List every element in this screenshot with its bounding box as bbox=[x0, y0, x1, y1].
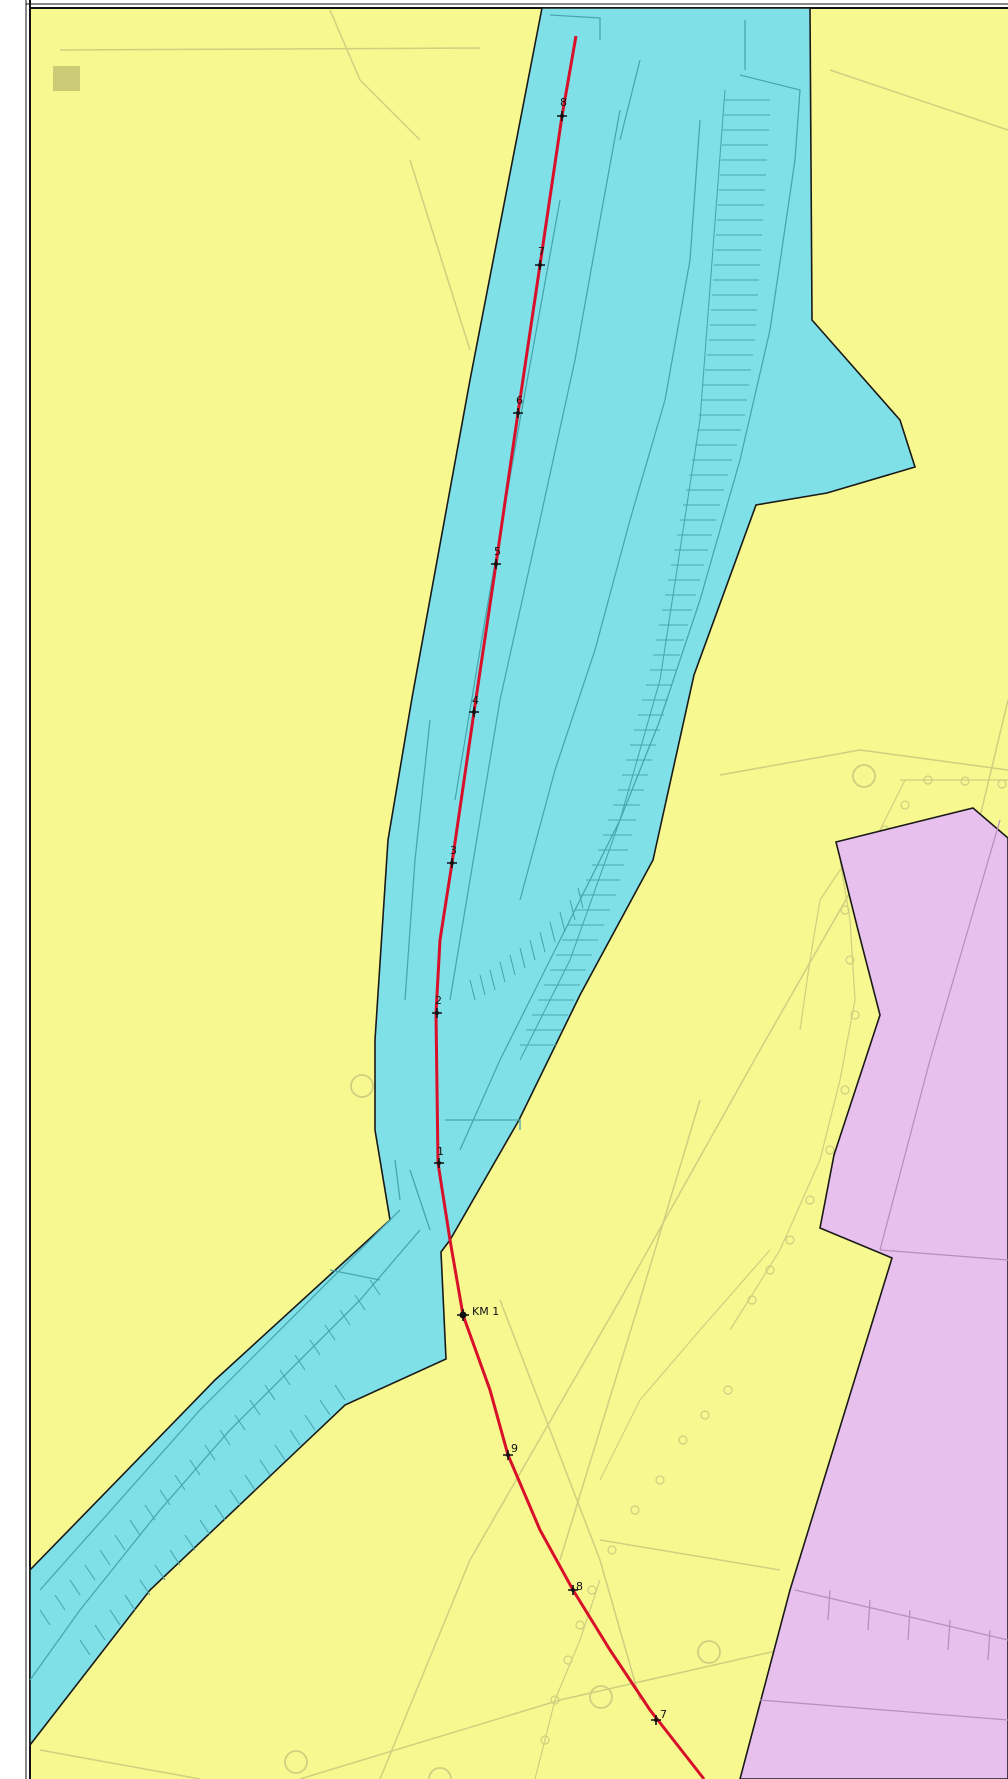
route-marker: 7 bbox=[535, 245, 545, 270]
route-marker-label: 7 bbox=[538, 245, 545, 258]
route-marker: 8 bbox=[568, 1580, 583, 1595]
route-marker-label: 6 bbox=[516, 394, 523, 407]
route-marker-label: 3 bbox=[450, 844, 457, 857]
dotted-boundary-lines bbox=[534, 779, 1008, 1779]
route-marker: 3 bbox=[447, 844, 457, 868]
route-marker: 4 bbox=[469, 694, 479, 717]
route-marker-label: 9 bbox=[511, 1442, 518, 1455]
boundary-dots bbox=[540, 775, 1007, 1745]
route-marker: 7 bbox=[651, 1708, 667, 1725]
route-markers: 8 7 6 5 4 3 2 1 KM 1 9 8 7 bbox=[432, 96, 667, 1725]
route-marker: 8 bbox=[557, 96, 567, 121]
map-circle-symbols bbox=[284, 764, 876, 1779]
water-zone bbox=[29, 7, 917, 1748]
route-marker-label: KM 1 bbox=[472, 1305, 499, 1318]
route-marker: 2 bbox=[432, 994, 442, 1018]
route-marker: 6 bbox=[513, 394, 523, 418]
route-marker-label: 1 bbox=[437, 1145, 444, 1158]
special-zone bbox=[739, 807, 1008, 1779]
route-marker-label: 2 bbox=[435, 994, 442, 1007]
embankment-hatching bbox=[39, 89, 770, 1656]
route-marker: 9 bbox=[503, 1442, 518, 1460]
route-marker-label: 8 bbox=[560, 96, 567, 109]
route-marker-label: 4 bbox=[472, 694, 479, 707]
special-zone-detail-lines bbox=[759, 819, 1008, 1721]
route-marker-label: 7 bbox=[660, 1708, 667, 1721]
route-marker: 5 bbox=[491, 545, 501, 569]
legend-swatch bbox=[53, 66, 80, 91]
route-marker-label: 8 bbox=[576, 1580, 583, 1593]
route-marker: KM 1 bbox=[457, 1305, 499, 1321]
route-marker: 1 bbox=[434, 1145, 444, 1168]
route-marker-label: 5 bbox=[494, 545, 501, 558]
